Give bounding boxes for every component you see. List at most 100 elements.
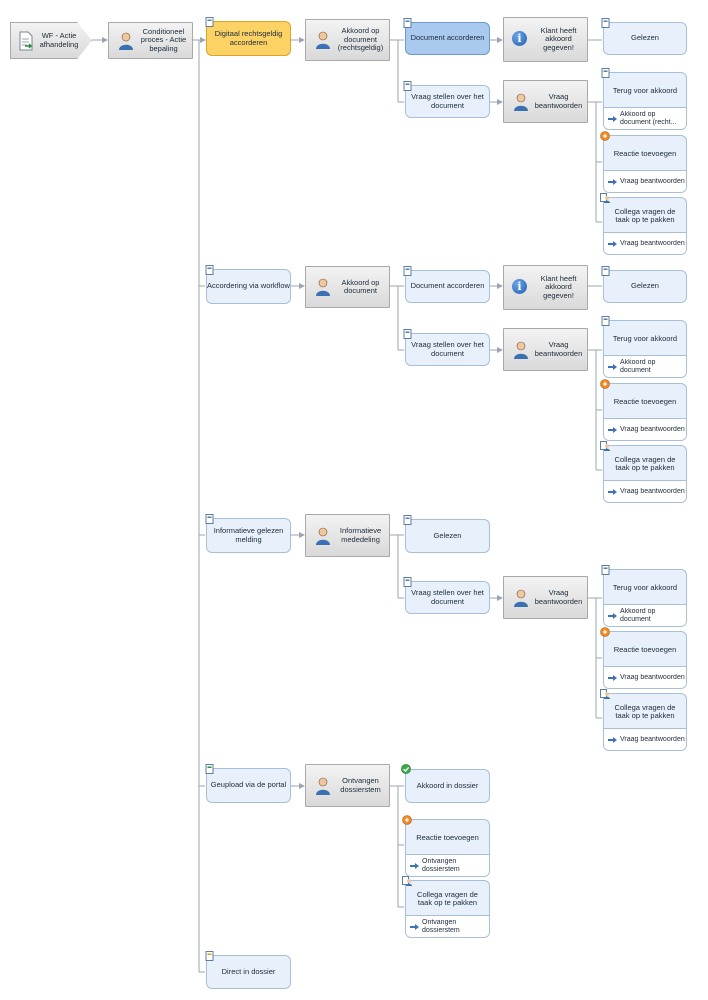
person-icon [316, 527, 330, 545]
arrow-right-icon [608, 736, 617, 743]
checkmark-badge-icon [401, 764, 411, 774]
task-label: Reactie toevoegen [416, 832, 479, 842]
vraag-beantwoorden-node[interactable]: Vraag beantwoorden [503, 576, 588, 619]
task-label: Collega vragen de taak op te pakken [614, 454, 676, 472]
reactie-toevoegen-task[interactable]: Reactie toevoegen Vraag beantwoorden [603, 135, 687, 193]
vraag-stellen-node[interactable]: Vraag stellen over het document [405, 85, 490, 118]
task-outcome: Ontvangen dossierstem [406, 854, 489, 876]
task-label: Reactie toevoegen [613, 148, 677, 158]
node-label: Geupload via de portal [210, 780, 287, 790]
task-label: Terug voor akkoord [612, 333, 678, 343]
collega-vragen-task[interactable]: Collega vragen de taak op te pakken Vraa… [603, 197, 687, 255]
reaction-badge-icon [600, 627, 610, 637]
outcome-label: Akkoord op document (recht... [620, 110, 677, 126]
document-badge-icon [205, 764, 214, 774]
node-label: Vraag stellen over het document [411, 588, 484, 606]
document-accorderen-node[interactable]: Document accorderen [405, 22, 490, 55]
collega-vragen-task[interactable]: Collega vragen de taak op te pakken Ontv… [405, 880, 490, 938]
task-outcome: Akkoord op document [604, 355, 686, 377]
arrow-right-icon [608, 178, 617, 185]
terug-voor-akkoord-task[interactable]: Terug voor akkoord Akkoord op document [603, 320, 687, 378]
reaction-badge-icon [600, 131, 610, 141]
gelezen-node[interactable]: Gelezen [405, 519, 490, 553]
outcome-label: Ontvangen dossierstem [422, 857, 460, 873]
reactie-toevoegen-task[interactable]: Reactie toevoegen Vraag beantwoorden [603, 383, 687, 441]
gelezen-node[interactable]: Gelezen [603, 270, 687, 303]
node-label: Vraag stellen over het document [411, 340, 484, 358]
klant-akkoord-info-node[interactable]: i Klant heeft akkoord gegeven! [503, 17, 588, 62]
workflow-start-node[interactable]: WF - Actie afhandeling [10, 22, 92, 59]
informatieve-mededeling-node[interactable]: Informatieve mededeling [305, 514, 390, 557]
node-label: Akkoord op document [341, 277, 380, 295]
conditional-process-node[interactable]: Conditioneel proces - Actie bepaling [108, 22, 193, 59]
arrow-right-icon [608, 612, 617, 619]
document-badge-icon [403, 329, 412, 339]
node-label: Ontvangen dossierstem [340, 776, 381, 794]
info-icon: i [512, 278, 527, 294]
outcome-label: Vraag beantwoorden [620, 735, 685, 743]
node-label: Vraag beantwoorden [534, 588, 583, 606]
collega-vragen-task[interactable]: Collega vragen de taak op te pakken Vraa… [603, 693, 687, 751]
person-icon [316, 31, 330, 49]
node-label: WF - Actie afhandeling [39, 31, 79, 49]
node-label: Vraag beantwoorden [534, 92, 583, 110]
info-icon: i [512, 30, 527, 46]
task-outcome: Vraag beantwoorden [604, 418, 686, 440]
document-badge-icon [403, 266, 412, 276]
arrow-right-icon [608, 488, 617, 495]
task-label: Reactie toevoegen [613, 644, 677, 654]
task-label: Collega vragen de taak op te pakken [614, 702, 676, 720]
akkoord-op-document-node[interactable]: Akkoord op document [305, 266, 390, 308]
branch-digitaal-rechtsgeldig-node[interactable]: Digitaal rechtsgeldig accorderen [206, 21, 291, 56]
node-label: Informatieve gelezen melding [213, 526, 284, 544]
vraag-beantwoorden-node[interactable]: Vraag beantwoorden [503, 80, 588, 123]
task-outcome: Vraag beantwoorden [604, 480, 686, 502]
reaction-badge-icon [402, 815, 412, 825]
node-label: Accordering via workflow [207, 281, 290, 291]
reactie-toevoegen-task[interactable]: Reactie toevoegen Ontvangen dossierstem [405, 819, 490, 877]
arrow-right-icon [608, 674, 617, 681]
klant-akkoord-info-node[interactable]: i Klant heeft akkoord gegeven! [503, 265, 588, 310]
akkoord-rechtsgeldig-node[interactable]: Akkoord op document (rechtsgeldig) [305, 19, 390, 61]
collega-vragen-task[interactable]: Collega vragen de taak op te pakken Vraa… [603, 445, 687, 503]
document-badge-icon [205, 951, 214, 961]
outcome-label: Ontvangen dossierstem [422, 918, 460, 934]
person-icon [316, 777, 330, 795]
document-badge-icon [601, 316, 610, 326]
node-label: Vraag beantwoorden [534, 340, 583, 358]
reaction-badge-icon [600, 379, 610, 389]
person-icon [316, 278, 330, 296]
node-label: Vraag stellen over het document [411, 92, 484, 110]
node-label: Klant heeft akkoord gegeven! [540, 25, 577, 52]
reactie-toevoegen-task[interactable]: Reactie toevoegen Vraag beantwoorden [603, 631, 687, 689]
task-outcome: Vraag beantwoorden [604, 170, 686, 192]
person-icon [514, 589, 528, 607]
terug-voor-akkoord-task[interactable]: Terug voor akkoord Akkoord op document [603, 569, 687, 627]
arrow-right-icon [608, 363, 617, 370]
branch-accordering-workflow-node[interactable]: Accordering via workflow [206, 269, 291, 304]
arrow-right-icon [608, 426, 617, 433]
vraag-stellen-node[interactable]: Vraag stellen over het document [405, 581, 490, 614]
branch-geupload-portal-node[interactable]: Geupload via de portal [206, 768, 291, 803]
document-accorderen-node[interactable]: Document accorderen [405, 270, 490, 303]
document-badge-icon [205, 514, 214, 524]
vraag-stellen-node[interactable]: Vraag stellen over het document [405, 333, 490, 366]
task-label: Collega vragen de taak op te pakken [614, 206, 676, 224]
vraag-beantwoorden-node[interactable]: Vraag beantwoorden [503, 328, 588, 371]
person-icon [119, 32, 133, 50]
outcome-label: Vraag beantwoorden [620, 239, 685, 247]
node-label: Direct in dossier [221, 966, 276, 976]
document-workflow-icon [19, 31, 33, 50]
ontvangen-dossierstem-node[interactable]: Ontvangen dossierstem [305, 764, 390, 807]
colleague-badge-icon [402, 876, 412, 886]
branch-informatieve-melding-node[interactable]: Informatieve gelezen melding [206, 518, 291, 553]
akkoord-in-dossier-node[interactable]: Akkoord in dossier [405, 769, 490, 803]
terug-voor-akkoord-task[interactable]: Terug voor akkoord Akkoord op document (… [603, 72, 687, 130]
task-outcome: Vraag beantwoorden [604, 666, 686, 688]
branch-direct-in-dossier-node[interactable]: Direct in dossier [206, 955, 291, 989]
node-label: Document accorderen [410, 33, 485, 43]
document-badge-icon [205, 17, 214, 27]
gelezen-node[interactable]: Gelezen [603, 22, 687, 55]
